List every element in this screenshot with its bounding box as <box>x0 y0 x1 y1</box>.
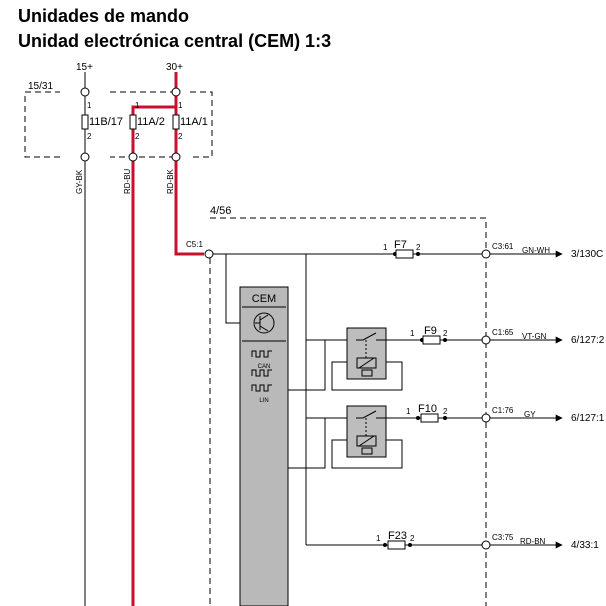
connector-c3-61: C3:61 <box>492 242 514 251</box>
svg-text:1: 1 <box>383 243 388 252</box>
svg-text:2: 2 <box>410 534 415 543</box>
fuse-label-f7: F7 <box>394 239 407 251</box>
fuse-label-11b17: 11B/17 <box>89 116 123 128</box>
dest-6-127-1: 6/127:1 <box>571 413 605 424</box>
svg-text:1: 1 <box>410 329 415 338</box>
wire-color-gy: GY <box>524 410 536 419</box>
wire-color-rd-bk: RD-BK <box>166 168 175 194</box>
box-label-15-31: 15/31 <box>28 81 53 92</box>
connector-c1-76: C1:76 <box>492 406 514 415</box>
internal-wiring <box>213 253 403 546</box>
relay-f9 <box>346 327 387 380</box>
connector-c3-75: C3:75 <box>492 533 514 542</box>
svg-text:2: 2 <box>443 407 448 416</box>
svg-text:2: 2 <box>135 132 140 141</box>
output-f23: 1 2 F23 C3:75 RD-BN 4/33:1 <box>376 530 599 551</box>
transistor-icon <box>253 312 275 334</box>
terminal-15-label: 15+ <box>76 62 93 73</box>
svg-text:1: 1 <box>135 101 140 110</box>
fuse-label-f10: F10 <box>418 403 437 415</box>
fuse-label-f9: F9 <box>424 325 437 337</box>
output-f10: 1 2 F10 C1:76 GY 6/127:1 <box>386 403 605 424</box>
can-label: CAN <box>258 364 271 370</box>
relay-f10 <box>346 405 387 458</box>
pulse-icon <box>251 350 272 358</box>
cem-box-label: 4/56 <box>210 205 231 217</box>
fuse-11b17: 1 2 11B/17 <box>81 101 123 141</box>
lin-pulse-icon <box>251 384 272 392</box>
fuse-label-f23: F23 <box>388 530 407 542</box>
output-f7: 1 2 F7 C3:61 GN-WH 3/130C <box>383 239 603 260</box>
wire-color-vt-gn: VT-GN <box>522 332 547 341</box>
svg-text:2: 2 <box>443 329 448 338</box>
cem-input-terminal <box>204 249 214 259</box>
can-pulse-icon <box>251 369 272 377</box>
wire-color-rd-bu: RD-BU <box>123 168 132 194</box>
svg-text:1: 1 <box>178 101 183 110</box>
fuse-11a2: 1 2 11A/2 <box>129 101 165 141</box>
wire-color-gy-bk: GY-BK <box>75 169 84 194</box>
output-f9: 1 2 F9 C1:65 VT-GN 6/127:2 <box>386 325 605 346</box>
top-terminals <box>80 87 181 162</box>
top-fuse-box: 15/31 15+ 30+ <box>24 62 213 158</box>
svg-text:2: 2 <box>178 132 183 141</box>
fuse-11a1: 1 2 11A/1 <box>172 101 208 141</box>
page-title: Unidades de mando <box>18 6 190 26</box>
wire-color-gn-wh: GN-WH <box>522 246 550 255</box>
supply-wiring <box>84 72 204 606</box>
dest-6-127-2: 6/127:2 <box>571 335 605 346</box>
cem-module-label: CEM <box>252 293 276 305</box>
cem-box-outline: 4/56 C5:1 <box>186 205 487 606</box>
svg-text:1: 1 <box>376 534 381 543</box>
terminal-30-label: 30+ <box>166 62 183 73</box>
lin-label: LIN <box>259 398 268 404</box>
fuse-label-11a2: 11A/2 <box>137 116 165 128</box>
fuse-label-11a1: 11A/1 <box>180 116 208 128</box>
svg-text:1: 1 <box>406 407 411 416</box>
dest-3-130c: 3/130C <box>571 249 603 260</box>
svg-text:2: 2 <box>416 243 421 252</box>
svg-text:2: 2 <box>87 132 92 141</box>
connector-c1-65: C1:65 <box>492 328 514 337</box>
page-subtitle: Unidad electrónica central (CEM) 1:3 <box>18 31 332 51</box>
svg-text:1: 1 <box>87 101 92 110</box>
dest-4-33-1: 4/33:1 <box>571 540 599 551</box>
wire-color-rd-bn: RD-BN <box>520 537 546 546</box>
cem-module: CEM CAN LIN <box>239 286 289 606</box>
cem-input-pin: C5:1 <box>186 240 203 249</box>
